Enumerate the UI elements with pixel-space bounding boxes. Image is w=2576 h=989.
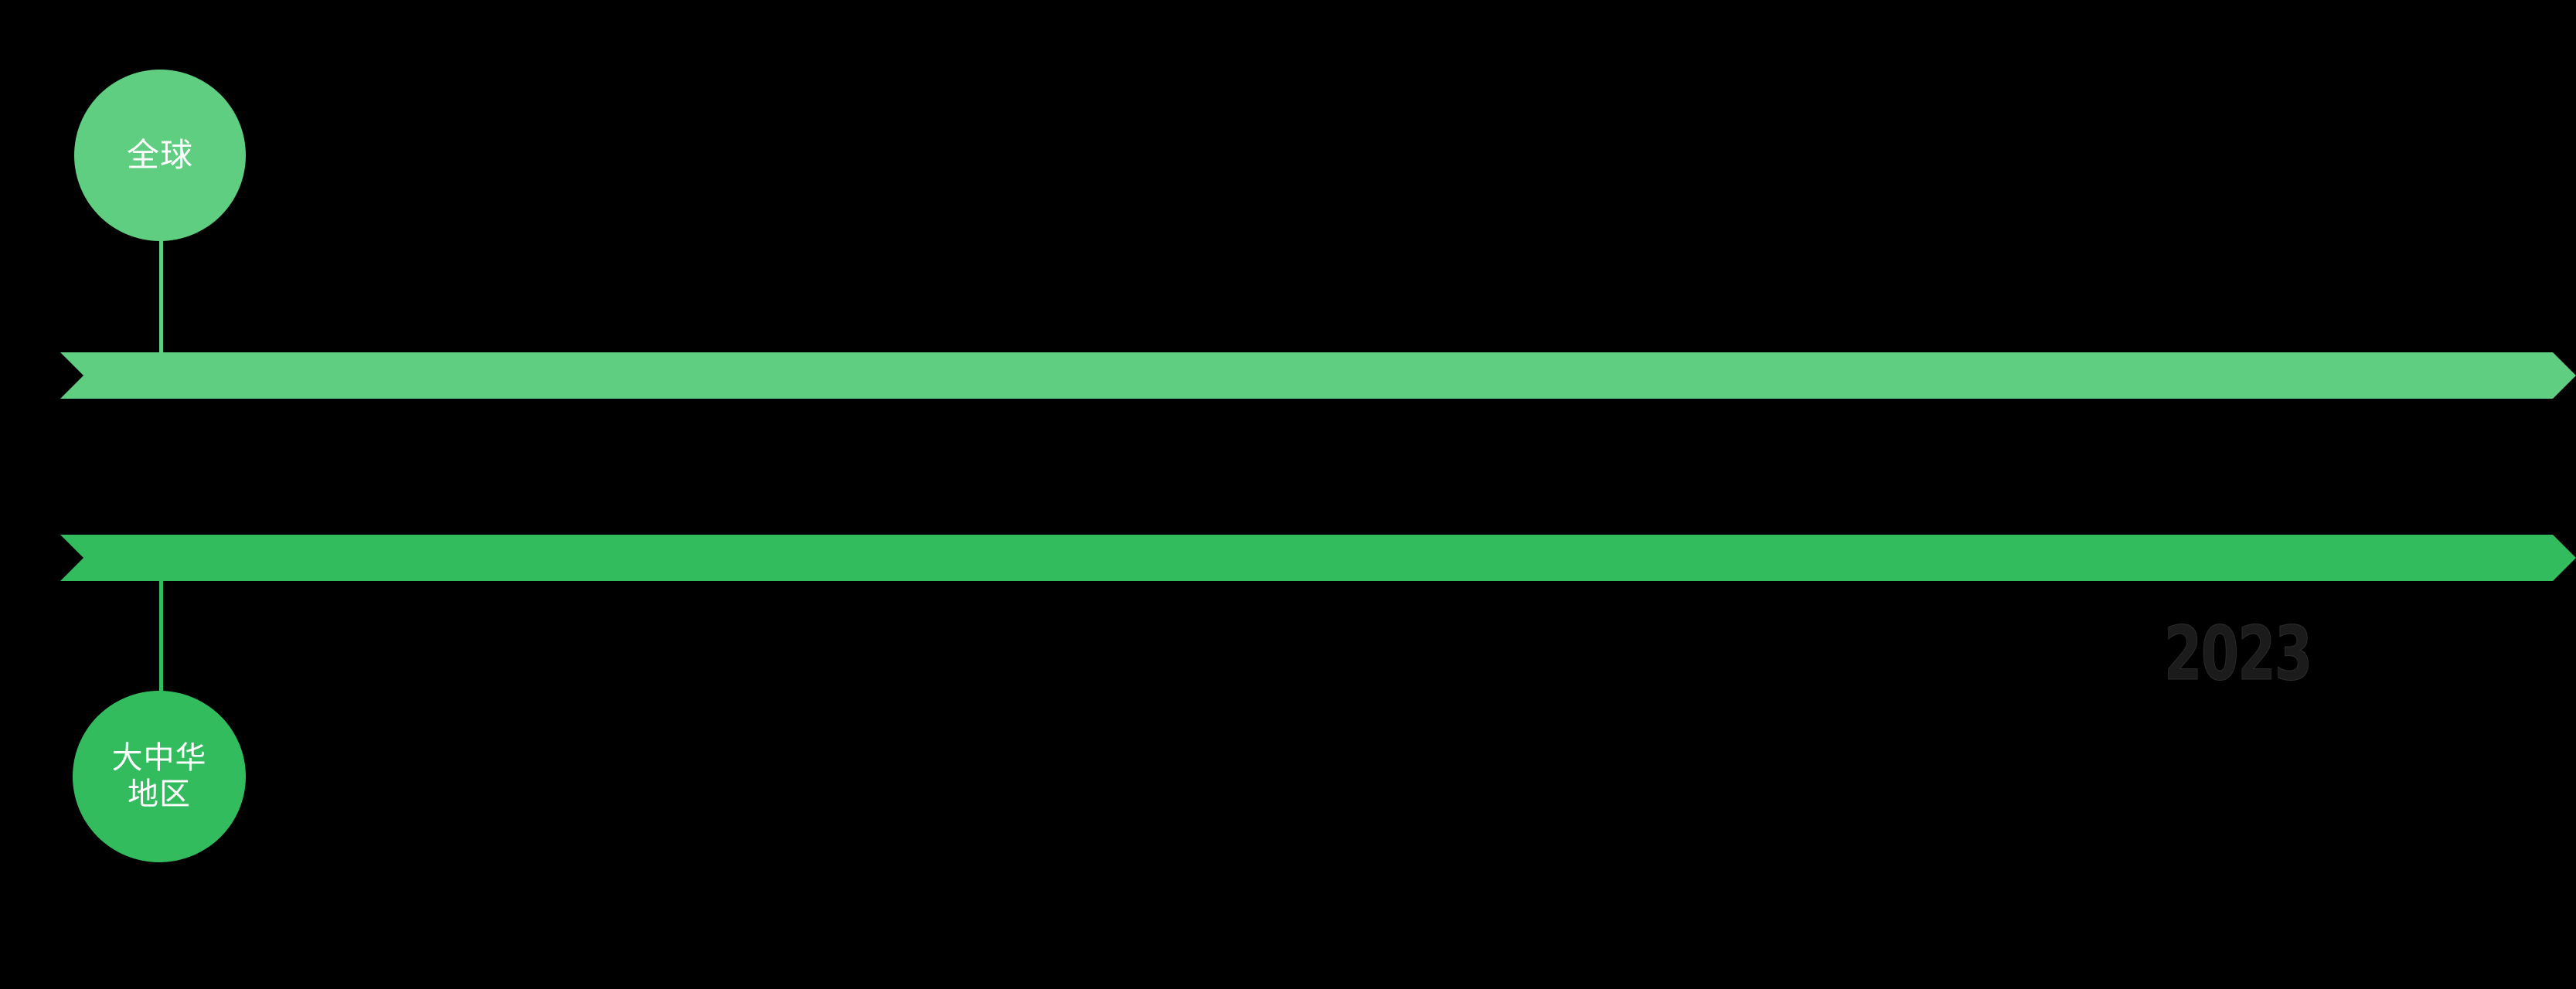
track-greater-china-segment-1[interactable] [60, 535, 744, 581]
node-global[interactable]: 全球 [74, 70, 246, 241]
track-greater-china-segment-2[interactable] [719, 535, 1351, 581]
year-marker-2023: 2023 [2164, 610, 2313, 698]
track-global-segment-1[interactable] [60, 352, 921, 399]
timeline-track-global [0, 352, 2576, 399]
timeline-track-greater-china [0, 535, 2576, 581]
node-greater-china[interactable]: 大中华 地区 [73, 691, 246, 862]
track-global-segment-2[interactable] [897, 352, 1816, 399]
connector-line-global [159, 232, 163, 360]
connector-line-greater-china [159, 576, 163, 699]
track-greater-china-segment-4[interactable] [1945, 535, 2576, 581]
track-global-segment-3[interactable] [1792, 352, 2576, 399]
track-greater-china-segment-3[interactable] [1326, 535, 1969, 581]
